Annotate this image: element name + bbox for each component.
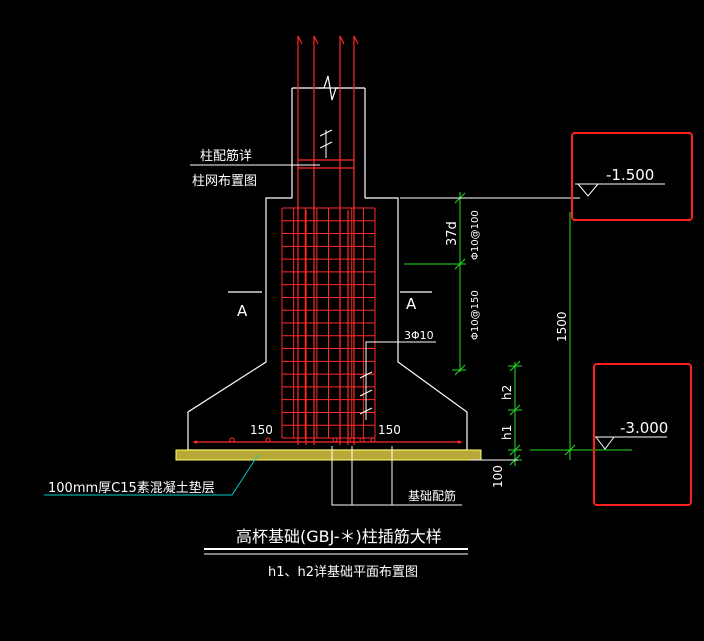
dim-h2-label: h2 <box>500 385 514 400</box>
stirrup-mid-label: Φ10@150 <box>470 290 481 340</box>
highlight-box-bottom <box>593 363 692 506</box>
drawing-title: 高杯基础(GBJ-＊)柱插筋大样 <box>236 527 442 546</box>
stirrup-3-leader <box>359 341 436 420</box>
elevation-top: -1.500 <box>606 166 654 184</box>
elevation-lines <box>400 183 667 461</box>
foundation-outline <box>187 87 468 451</box>
cushion-leader <box>44 454 259 496</box>
cover-label-left: 150 <box>250 423 273 437</box>
foundation-rebar-grid <box>281 207 376 439</box>
section-label-right: A <box>406 295 417 313</box>
drawing-subtitle: h1、h2详基础平面布置图 <box>268 565 418 580</box>
dim-1500-label: 1500 <box>555 311 569 342</box>
dim-100-label: 100 <box>491 465 505 488</box>
cover-label-right: 150 <box>378 423 401 437</box>
anchor-length-label: 37d <box>445 221 460 246</box>
dim-h1-label: h1 <box>500 425 514 440</box>
break-symbol <box>318 75 342 101</box>
stirrup-top-label: Φ10@100 <box>470 210 481 260</box>
section-label-left: A <box>237 302 248 320</box>
column-note-leader <box>190 129 333 166</box>
dimension-lines <box>404 192 632 466</box>
base-rebar-note: 基础配筋 <box>408 488 456 503</box>
cushion-layer <box>175 449 482 461</box>
bottom-rebar <box>193 437 462 444</box>
column-rebar-note-line1: 柱配筋详 <box>200 148 252 164</box>
cushion-note: 100mm厚C15素混凝土垫层 <box>48 480 215 496</box>
base-rebar-leader <box>331 446 462 506</box>
elevation-bottom: -3.000 <box>620 419 668 437</box>
stirrup-3-label: 3Φ10 <box>404 329 434 342</box>
column-rebar-note-line2: 柱网布置图 <box>192 174 257 189</box>
highlight-box-top <box>571 132 693 221</box>
